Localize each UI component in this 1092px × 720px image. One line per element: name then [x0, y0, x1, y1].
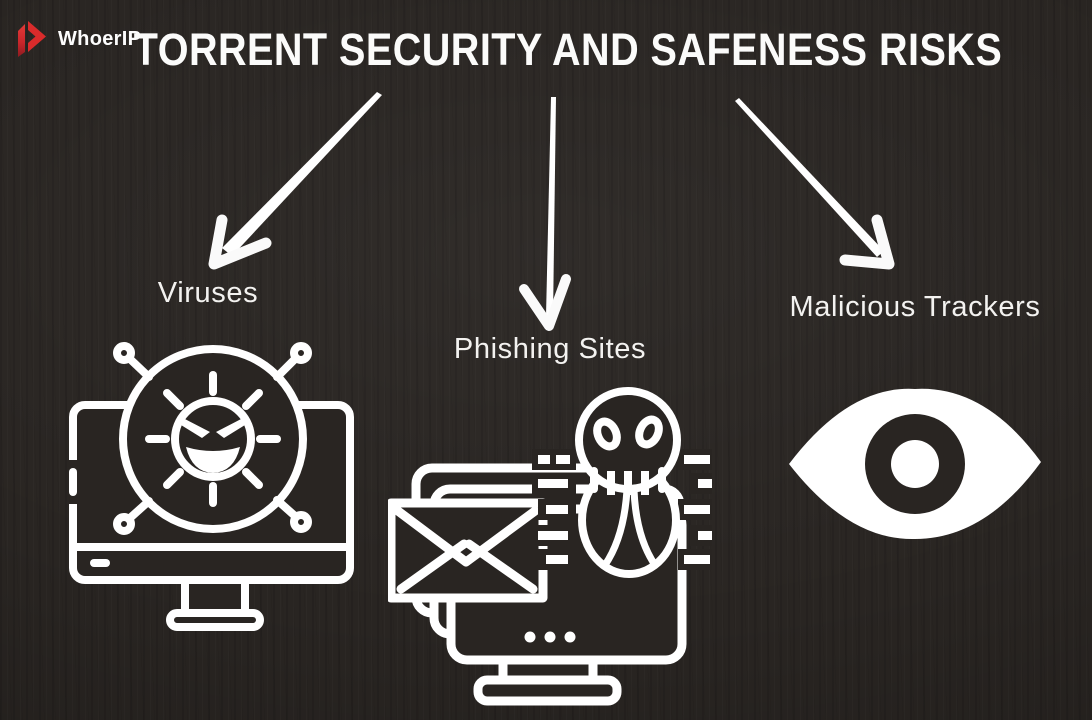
- brand-logo: WhoerIP: [14, 19, 141, 59]
- skull-bug-icon: [575, 387, 681, 578]
- circuit-dashes: [532, 449, 712, 570]
- eye-pupil: [891, 440, 939, 488]
- phishing-email-malware-computer-icon: [388, 387, 712, 706]
- risk-label-phishing-sites: Phishing Sites: [453, 333, 647, 365]
- risk-label-malicious-trackers: Malicious Trackers: [789, 291, 1041, 323]
- virus-face: [145, 371, 281, 507]
- page-title: TORRENT SECURITY AND SAFENESS RISKS: [133, 24, 1003, 75]
- virus-infected-computer-icon: [67, 342, 354, 631]
- arrow-to-phishing-sites: [519, 97, 571, 331]
- envelope-icon: [388, 498, 548, 603]
- surveillance-eye-icon: [789, 388, 1041, 540]
- arrow-to-malicious-trackers: [735, 98, 895, 270]
- risk-label-viruses: Viruses: [157, 277, 259, 309]
- arrow-to-viruses: [208, 92, 382, 270]
- whoer-logo-icon: [18, 21, 46, 57]
- brand-name: WhoerIP: [58, 27, 142, 50]
